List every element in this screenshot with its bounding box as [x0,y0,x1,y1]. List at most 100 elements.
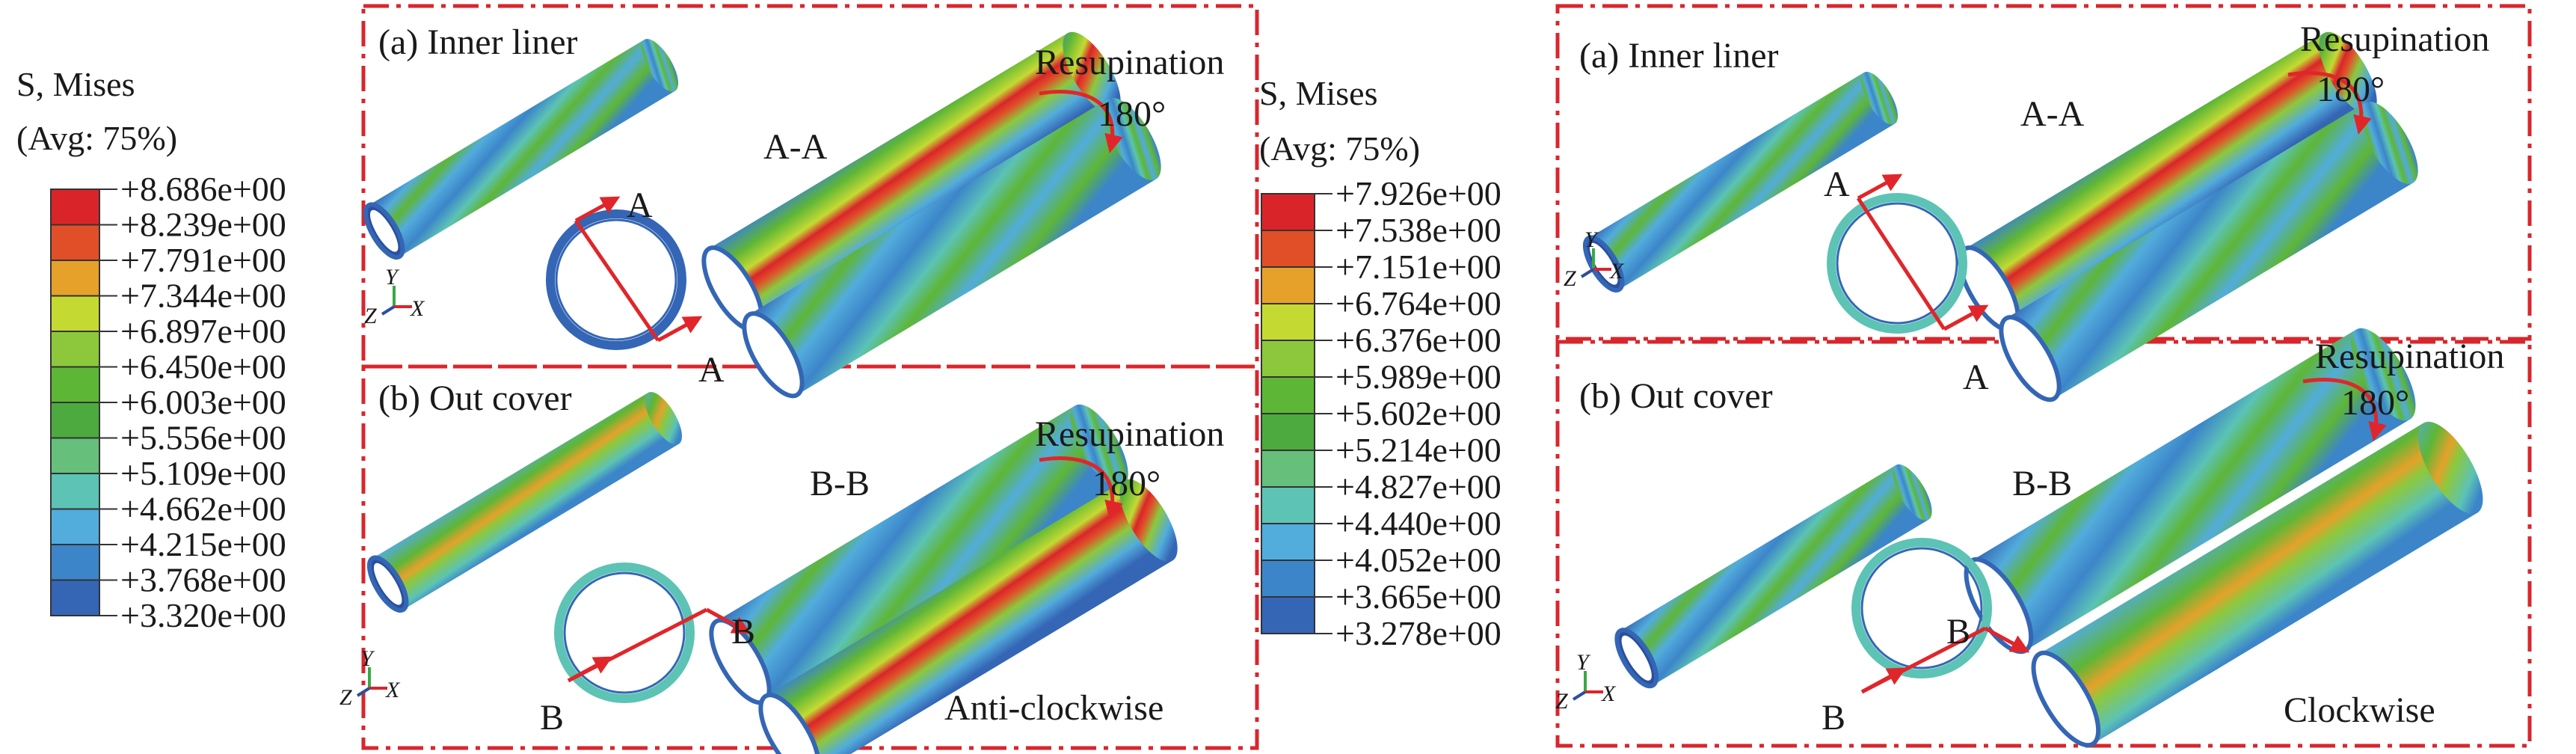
colorbar-label: +5.214e+00 [1335,431,1501,469]
section-arrow [657,316,703,343]
angle-label: 180° [2317,70,2385,109]
cross-section-ring-inner [555,218,677,341]
cross-section-ring-inner [1836,202,1958,325]
axis-label-z: Z [364,304,377,328]
section-line [1856,197,1946,331]
axis-label-y: Y [1584,227,1599,252]
z-axis-icon [356,687,371,697]
cylinder-inner [1621,635,1652,681]
cylinder [366,392,683,613]
cylinder-end [2360,101,2418,184]
panel-label: (b) Out cover [378,378,572,418]
cut-label: A [1824,165,1850,204]
colorbar-band [50,331,100,368]
cut-label: A [698,350,725,390]
axis-label-y: Y [1576,650,1591,675]
section-arrow [1857,174,1903,200]
cylinder-end [1860,72,1899,125]
cylinder-body [1620,465,1929,686]
cylinder-end [1070,404,1128,487]
cross-section-ring [1827,193,1967,334]
colorbar-band [50,295,100,332]
axis-triad: YZ X [1564,227,1625,291]
colorbar-band [50,188,100,226]
colorbar-band [1261,486,1315,524]
legend-middle: S, Mises (Avg: 75%) +7.926e+00+7.538e+00… [1259,74,1501,652]
axis-label-z: Z [1564,266,1576,291]
colorbar-label: +8.239e+00 [120,206,286,244]
colorbar-band [50,579,100,616]
rotation-label: Resupination [1035,414,1224,454]
colorbar-band [1261,230,1315,268]
cut-label: A [627,186,653,225]
rotation-arrow [1039,456,1123,520]
cylinder-body [765,480,1173,754]
half-cylinder [742,97,1161,399]
cylinder-inner [373,563,402,605]
colorbar-label: +6.003e+00 [120,383,286,421]
cylinder-opening [758,693,821,754]
colorbar-band [1261,340,1315,378]
colorbar-label: +4.052e+00 [1335,541,1501,579]
rotation-arrow [1039,90,1123,153]
colorbar-label: +4.215e+00 [120,525,286,563]
section-arrow [574,196,621,223]
colorbar-band [1261,413,1315,451]
cylinder-body [1971,329,2411,651]
panel-label: (b) Out cover [1579,376,1773,416]
axis-label-x: X [1609,259,1625,283]
direction-label: Clockwise [2284,690,2435,730]
cylinder-end [1103,97,1161,180]
cylinder-opening [742,311,805,399]
colorbar-label: +7.344e+00 [120,277,286,315]
half-cylinder [701,31,1121,333]
axis-label-z: Z [339,685,352,710]
half-cylinder [1999,101,2418,402]
colorbar-label: +7.151e+00 [1335,248,1501,286]
cylinder-inner [1589,242,1618,285]
rotation-label: Resupination [1035,43,1224,82]
cylinder-inner [369,209,399,252]
section-label: A-A [2020,94,2085,134]
cylinder-body [2005,102,2414,399]
cross-section-ring-inner [1860,547,1983,669]
colorbar: +7.926e+00+7.538e+00+7.151e+00+6.764e+00… [1261,174,1501,652]
half-cylinder [758,479,1178,754]
cylinder [363,39,679,260]
section-label: B-B [2012,464,2072,503]
section-arrow [567,656,613,683]
legend-subtitle: (Avg: 75%) [16,119,177,157]
section-arrow [1943,304,1989,331]
section-label: B-B [810,464,870,503]
rotation-arrow [2302,378,2387,441]
axis-label-z: Z [1555,689,1568,714]
colorbar-band [50,366,100,403]
colorbar-band [50,544,100,581]
colorbar-label: +5.989e+00 [1335,358,1501,396]
cylinder-body [1964,33,2373,329]
colorbar-band [1261,303,1315,341]
colorbar-band [50,437,100,474]
cylinder-body [748,99,1157,395]
group-right: (a) Inner liner A-A Resupination 180° A … [1579,19,2504,738]
section-arrow [1860,667,1907,694]
rotation-label: Resupination [2315,337,2504,376]
colorbar-label: +4.827e+00 [1335,468,1501,506]
cylinder-body [369,39,675,257]
z-axis-icon [1572,690,1587,701]
rotation-label: Resupination [2300,19,2489,59]
colorbar-band [1261,266,1315,304]
cross-section-ring [1851,538,1992,678]
direction-label: Anti-clockwise [944,688,1163,728]
colorbar-label: +7.538e+00 [1335,211,1501,249]
cylinder-body [708,33,1116,329]
half-cylinder [2031,421,2483,748]
cylinder-body [372,392,679,610]
panel-label: (a) Inner liner [1579,36,1779,76]
z-axis-icon [1580,268,1595,278]
colorbar-label: +3.665e+00 [1335,577,1501,616]
